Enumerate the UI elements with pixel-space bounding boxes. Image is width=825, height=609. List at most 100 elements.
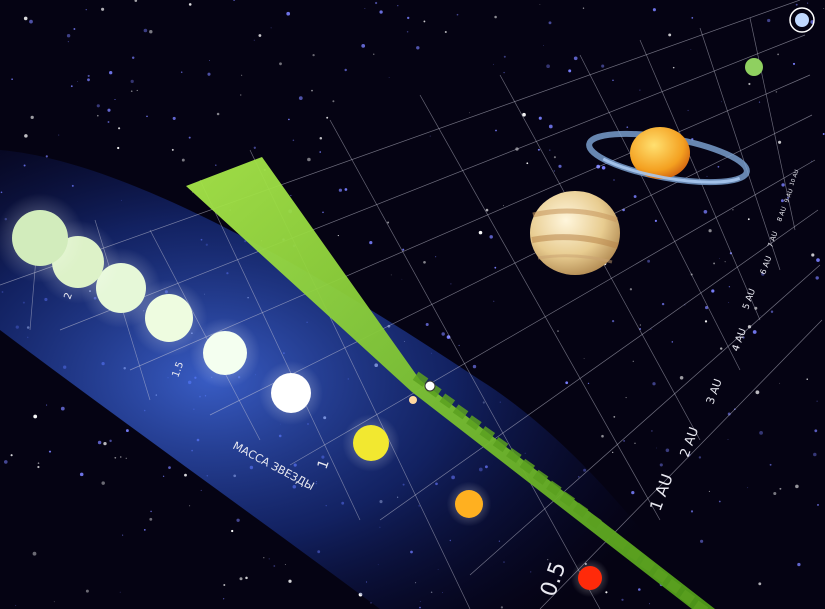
habitable-zone-step (599, 524, 616, 540)
background-star (149, 29, 153, 34)
background-star (792, 62, 796, 65)
background-star (30, 115, 34, 120)
background-star (503, 205, 504, 207)
background-star (719, 258, 721, 260)
background-star (778, 140, 782, 144)
background-star (344, 68, 347, 72)
background-star (407, 16, 410, 20)
background-star (759, 431, 763, 435)
background-star (32, 551, 37, 556)
distance-tick: 9 AU (783, 188, 794, 204)
habitable-zone-step (559, 491, 576, 507)
background-star (822, 133, 825, 135)
background-star (48, 450, 52, 453)
background-star (779, 487, 782, 490)
background-star (773, 491, 777, 496)
background-star (120, 456, 122, 458)
habitable-zone-step (639, 557, 656, 573)
background-star (270, 27, 272, 29)
star (353, 425, 389, 461)
background-star (732, 209, 734, 211)
background-star (721, 101, 722, 103)
background-star (184, 473, 187, 477)
grid-line (329, 119, 601, 609)
background-star (103, 441, 107, 446)
background-star (651, 430, 653, 432)
background-star (485, 208, 489, 212)
background-star (130, 79, 134, 84)
background-star (231, 529, 234, 533)
background-star (131, 56, 135, 59)
background-star (613, 416, 616, 418)
background-star (797, 562, 801, 567)
background-star (298, 96, 303, 100)
background-star (168, 466, 171, 469)
background-star (332, 100, 335, 103)
grid-line (579, 54, 741, 371)
habitable-zone-step (679, 589, 696, 605)
background-star (538, 116, 542, 120)
background-star (458, 344, 460, 346)
background-star (781, 183, 785, 187)
background-star (180, 71, 183, 73)
background-star (698, 456, 702, 459)
background-star (553, 170, 555, 172)
star (578, 566, 602, 590)
background-star (406, 30, 409, 33)
background-star (647, 259, 651, 263)
background-star (696, 169, 697, 171)
background-star (114, 99, 116, 100)
background-star (671, 341, 674, 343)
background-star (546, 64, 550, 69)
background-star (162, 475, 165, 477)
background-star (704, 320, 708, 323)
background-star (623, 439, 626, 442)
habitable-zone-step (466, 415, 482, 431)
background-star (706, 175, 708, 177)
background-star (79, 472, 84, 477)
background-star (189, 505, 191, 507)
background-star (650, 328, 652, 330)
background-star (672, 66, 675, 69)
background-star (543, 44, 544, 46)
background-star (601, 434, 604, 438)
background-star (239, 577, 243, 581)
background-star (423, 20, 426, 23)
background-star (215, 164, 217, 166)
background-star (319, 151, 322, 153)
star-mass-tick: 1.5 (170, 360, 186, 379)
star (145, 294, 193, 342)
background-star (769, 463, 772, 466)
background-star (319, 136, 323, 140)
background-star (24, 134, 28, 138)
background-star (565, 381, 569, 385)
background-star (172, 116, 176, 120)
habitable-zone-step (652, 567, 669, 584)
background-star (634, 442, 636, 445)
background-star (557, 330, 559, 332)
background-star (668, 33, 672, 37)
background-star (495, 129, 497, 132)
background-star (713, 262, 716, 265)
grid-line (59, 34, 806, 331)
background-star (526, 162, 529, 165)
background-star (379, 10, 383, 14)
background-star (23, 16, 28, 21)
background-star (258, 34, 262, 37)
habitable-zone-step (626, 546, 642, 562)
background-star (397, 5, 399, 7)
grid-line (289, 159, 816, 466)
background-star (15, 605, 17, 606)
background-star (478, 230, 483, 235)
habitable-zone-step (532, 469, 549, 485)
background-star (456, 13, 459, 16)
background-star (583, 358, 585, 360)
background-star (661, 302, 665, 306)
background-star (760, 315, 762, 316)
background-star (639, 324, 641, 326)
star (12, 210, 68, 266)
background-star (200, 489, 202, 491)
background-star (118, 127, 121, 130)
